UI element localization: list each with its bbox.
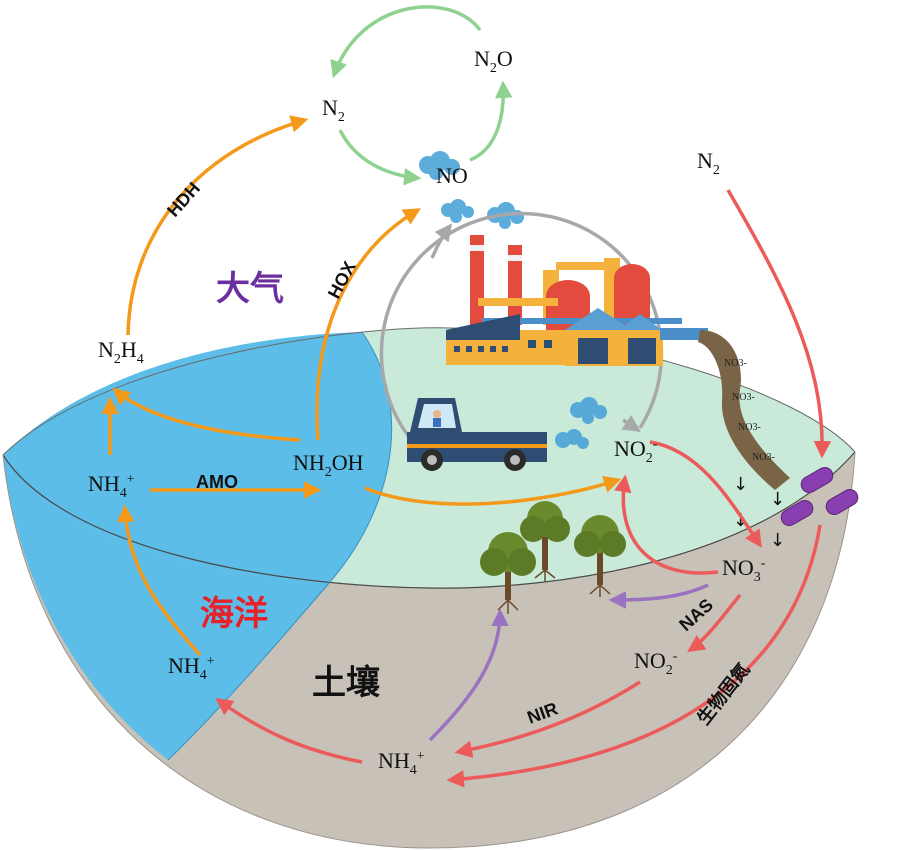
bacteria-icon xyxy=(780,467,859,526)
tree-icon xyxy=(480,501,626,614)
species-labels: N2 N2O NO N2 N2H4 NH4+ NH2OH NO2- NO3- N… xyxy=(88,46,766,778)
species-n2o: N2O xyxy=(474,46,513,76)
species-no2-soil: NO2- xyxy=(634,648,678,678)
soil-body xyxy=(3,452,855,848)
ocean-body xyxy=(3,455,330,760)
process-amo: AMO xyxy=(196,472,238,492)
purple-arrows xyxy=(428,583,709,742)
species-no: NO xyxy=(436,163,468,188)
runoff-label: NO3- xyxy=(738,422,761,433)
species-no3-land: NO3- xyxy=(722,555,766,585)
svg-text:↓: ↓ xyxy=(733,510,748,531)
svg-text:↓: ↓ xyxy=(770,530,785,551)
species-n2-right: N2 xyxy=(697,148,720,178)
runoff-label: NO3- xyxy=(724,358,747,369)
smoke-cloud-icon xyxy=(419,151,607,449)
green-cycle-arrows xyxy=(330,5,513,186)
ocean-label: 海洋 xyxy=(200,594,268,634)
truck-icon xyxy=(407,398,547,471)
svg-text:↓: ↓ xyxy=(770,489,785,510)
atmosphere-label: 大气 xyxy=(216,269,284,309)
process-hox: HOX xyxy=(324,258,360,302)
species-n2-top: N2 xyxy=(322,95,345,125)
red-arrows xyxy=(215,189,832,788)
species-n2h4: N2H4 xyxy=(98,337,144,367)
species-nh2oh: NH2OH xyxy=(293,450,364,480)
species-no2-land: NO2- xyxy=(614,436,658,466)
runoff-label: NO3- xyxy=(752,452,775,463)
species-nh4-soil: NH4+ xyxy=(378,748,425,778)
svg-text:↓: ↓ xyxy=(733,474,748,495)
species-nh4-ocean-bottom: NH4+ xyxy=(168,653,215,683)
runoff-label: NO3- xyxy=(732,392,755,403)
wastewater-pipe-icon: NO3- NO3- NO3- NO3- xyxy=(660,328,790,490)
soil-label: 土壤 xyxy=(312,663,380,703)
process-hdh: HDH xyxy=(163,178,204,220)
orange-arrows xyxy=(101,115,622,657)
leaching-arrows: ↓ ↓ ↓ ↓ xyxy=(733,474,785,551)
factory-icon xyxy=(446,235,682,366)
species-nh4-ocean-top: NH4+ xyxy=(88,471,135,501)
